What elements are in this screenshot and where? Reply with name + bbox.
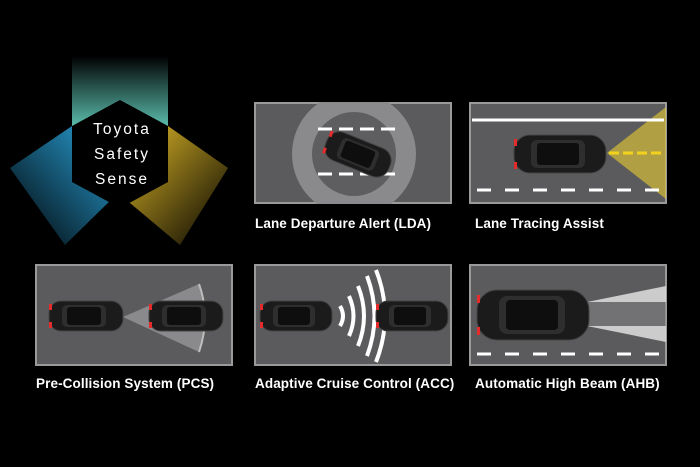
caption-ahb: Automatic High Beam (AHB) [475, 376, 660, 391]
lda-panel [254, 102, 452, 204]
caption-lta: Lane Tracing Assist [475, 216, 604, 231]
car-icon [513, 134, 607, 174]
ahb-panel [469, 264, 667, 366]
caption-lda: Lane Departure Alert (LDA) [255, 216, 432, 231]
car-icon [148, 300, 224, 332]
caption-pcs: Pre-Collision System (PCS) [36, 376, 215, 391]
toyota-safety-sense-logo: Toyota Safety Sense [0, 50, 240, 250]
car-icon [321, 130, 392, 178]
pcs-panel [35, 264, 233, 366]
car-icon [48, 300, 124, 332]
car-icon [476, 289, 590, 341]
headlight-beam-icon [587, 286, 666, 342]
logo-line-sense: Sense [95, 171, 149, 188]
caption-acc: Adaptive Cruise Control (ACC) [255, 376, 455, 391]
car-icon [375, 300, 449, 332]
logo-line-toyota: Toyota [93, 121, 151, 138]
acc-panel [254, 264, 452, 366]
logo-line-safety: Safety [94, 146, 150, 163]
car-icon [259, 300, 333, 332]
lta-panel [469, 102, 667, 204]
